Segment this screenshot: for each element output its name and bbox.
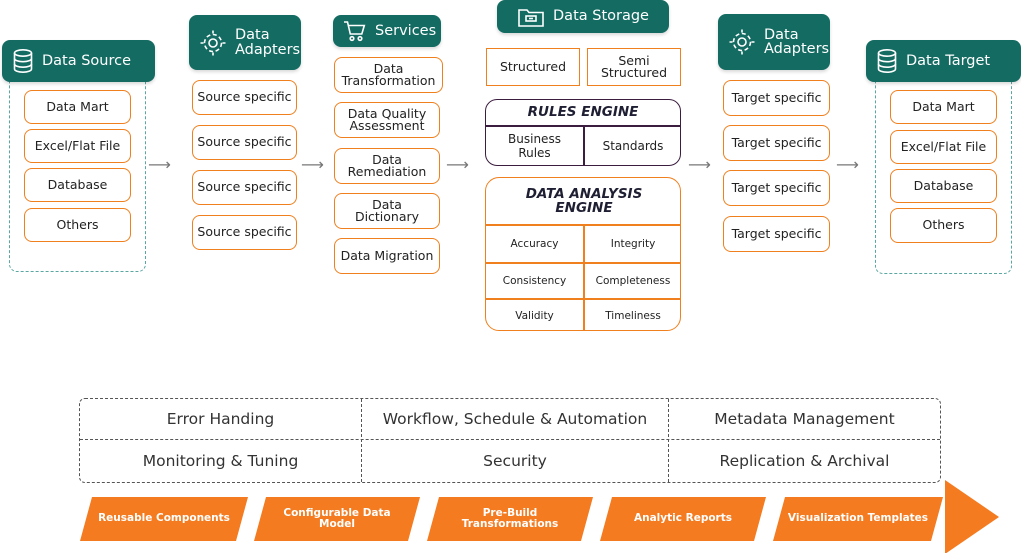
grid-divider-v [361, 399, 362, 482]
service-item: Data Dictionary [334, 193, 440, 229]
adapter-in-item: Source specific [192, 125, 297, 160]
grid-divider-h [80, 439, 940, 440]
adapter-in-item: Source specific [192, 215, 297, 250]
rules-engine-divider-v [583, 125, 585, 165]
feature-visualization-templates: Visualization Templates [773, 497, 943, 541]
data-source-item: Others [24, 208, 131, 242]
data-analysis-engine: DATA ANALYSIS ENGINE Accuracy Integrity … [485, 177, 681, 331]
cart-icon [343, 20, 367, 42]
adapter-out-item: Target specific [723, 170, 830, 206]
data-source-header: Data Source [2, 40, 155, 82]
flow-arrow: ⟶ [688, 155, 711, 174]
services-title: Services [375, 22, 437, 39]
gear-icon [728, 28, 756, 56]
capability-cell: Replication & Archival [719, 452, 890, 470]
timeliness-cell: Timeliness [605, 309, 661, 322]
folder-icon [517, 6, 545, 28]
service-item: Data Migration [334, 238, 440, 274]
data-adapters-out-header: Data Adapters [718, 14, 830, 70]
data-adapters-in-header: Data Adapters [189, 15, 301, 70]
feature-analytic-reports: Analytic Reports [600, 497, 766, 541]
service-item: Data Quality Assessment [334, 102, 440, 138]
completeness-cell: Completeness [595, 274, 671, 287]
data-adapters-out-title: Data Adapters [764, 26, 830, 57]
data-target-item: Database [890, 169, 997, 203]
integrity-cell: Integrity [610, 237, 656, 250]
adapter-out-item: Target specific [723, 125, 830, 161]
standards-cell: Standards [602, 139, 664, 153]
analysis-engine-title: DATA ANALYSIS ENGINE [525, 186, 643, 217]
feature-reusable-components: Reusable Components [80, 497, 248, 541]
data-storage-title: Data Storage [553, 8, 649, 25]
semi-structured-box: Semi Structured [587, 48, 681, 86]
adapter-out-item: Target specific [723, 216, 830, 252]
data-adapters-in-title: Data Adapters [235, 27, 301, 58]
data-target-title: Data Target [906, 52, 991, 69]
capabilities-grid: Error Handing Workflow, Schedule & Autom… [79, 398, 941, 483]
data-storage-header: Data Storage [497, 0, 669, 33]
capability-cell: Error Handing [166, 410, 275, 428]
capability-cell: Security [483, 452, 547, 470]
capability-cell: Workflow, Schedule & Automation [382, 410, 648, 428]
adapter-out-item: Target specific [723, 80, 830, 116]
data-target-item: Excel/Flat File [890, 130, 997, 164]
feature-pre-build-transformations: Pre-Build Transformations [427, 497, 593, 541]
validity-cell: Validity [515, 309, 554, 322]
rules-engine-title: RULES ENGINE [527, 104, 639, 120]
data-source-item: Data Mart [24, 90, 131, 124]
capability-cell: Metadata Management [714, 410, 895, 428]
rules-engine: RULES ENGINE Business Rules Standards [485, 99, 681, 166]
flow-arrow: ⟶ [148, 155, 171, 174]
flow-arrow: ⟶ [446, 155, 469, 174]
data-target-header: Data Target [866, 40, 1021, 82]
adapter-in-item: Source specific [192, 80, 297, 115]
data-target-item: Others [890, 208, 997, 243]
data-source-item: Database [24, 168, 131, 202]
database-icon [12, 48, 34, 74]
service-item: Data Transformation [334, 57, 443, 93]
data-target-item: Data Mart [890, 90, 997, 124]
accuracy-cell: Accuracy [510, 237, 559, 250]
consistency-cell: Consistency [502, 274, 567, 287]
grid-divider-v [668, 399, 669, 482]
service-item: Data Remediation [334, 148, 440, 184]
analysis-divider-v [583, 224, 585, 330]
data-source-item: Excel/Flat File [24, 129, 131, 163]
data-source-title: Data Source [42, 52, 132, 69]
flow-arrow: ⟶ [836, 155, 859, 174]
structured-box: Structured [486, 48, 580, 86]
flow-arrow: ⟶ [301, 155, 324, 174]
business-rules-cell: Business Rules [508, 132, 561, 160]
feature-configurable-data-model: Configurable Data Model [254, 497, 420, 541]
capability-cell: Monitoring & Tuning [142, 452, 299, 470]
adapter-in-item: Source specific [192, 170, 297, 205]
gear-icon [199, 29, 227, 57]
services-header: Services [333, 15, 441, 47]
banner-arrowhead [945, 480, 999, 553]
database-icon [876, 48, 898, 74]
